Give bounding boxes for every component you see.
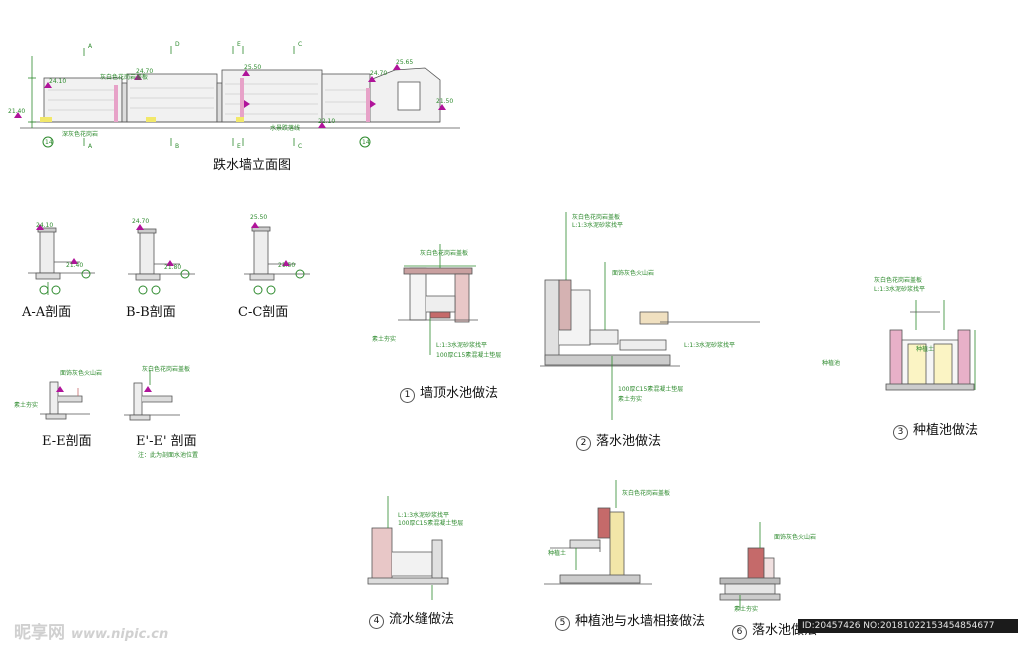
- title-section-ee: E-E剖面: [42, 434, 92, 449]
- d3-note-bed: 种植池: [822, 360, 841, 367]
- d6-note-stone: 面饰灰色火山岩: [774, 534, 817, 541]
- axis-tag-left: 14: [45, 139, 53, 146]
- section-mark-e-top: E: [237, 41, 241, 48]
- elev-note-dropline: 水景跌落线: [270, 125, 301, 132]
- section-ee2-drawing: [124, 370, 180, 421]
- axis-tag-right: 14: [362, 139, 370, 146]
- sec-bb-low-elev: 21.80: [164, 264, 182, 271]
- d6-note-soil: 素土夯实: [734, 606, 759, 613]
- section-cc-drawing: [244, 226, 310, 281]
- elevation-wall: [20, 67, 460, 129]
- title-detail-2-text: 落水池做法: [596, 434, 662, 449]
- detail6-drawing: [719, 522, 781, 610]
- elev-label-3: 25.50: [244, 64, 262, 71]
- title-detail-5-text: 种植池与水墙相接做法: [575, 614, 706, 629]
- d2-note-mortar: L:1:3水泥砂浆找平: [572, 222, 624, 229]
- d3-note-mortar: L:1:3水泥砂浆找平: [874, 286, 926, 293]
- detail1-drawing: [398, 244, 478, 355]
- elev-note-cap: 灰白色花岗岩盖板: [100, 74, 149, 81]
- detail-2-circle: 2: [576, 436, 591, 451]
- watermark-url: www.nipic.cn: [71, 627, 169, 642]
- section-ee-markers: [56, 386, 152, 392]
- elev-label-4: 21.40: [8, 108, 26, 115]
- section-mark-d-top: D: [175, 41, 180, 48]
- title-detail-3: 3 种植池做法: [893, 419, 978, 440]
- title-detail-2: 2 落水池做法: [576, 430, 661, 451]
- detail5-drawing: [544, 480, 652, 585]
- title-detail-1: 1 墙顶水池做法: [400, 382, 498, 403]
- sec-ee-note: 面饰灰色火山岩: [60, 370, 103, 377]
- elevation-markers: [14, 64, 446, 128]
- title-section-cc: C-C剖面: [238, 305, 289, 320]
- section-aa-drawing: [28, 227, 95, 295]
- section-axis-circles: [39, 269, 305, 295]
- d4-note-mortar: L:1:3水泥砂浆找平: [398, 512, 450, 519]
- sec-aa-elev: 24.10: [36, 222, 54, 229]
- d3-note-cap: 灰白色花岗岩盖板: [874, 277, 923, 284]
- sec-ee-note-2: 素土夯实: [14, 402, 39, 409]
- elevation-pink-posts: [114, 78, 370, 122]
- section-mark-a-top: A: [88, 43, 93, 50]
- detail4-drawing: [367, 496, 449, 600]
- title-detail-5: 5 种植池与水墙相接做法: [555, 610, 705, 631]
- elev-label-1: 24.10: [49, 78, 67, 85]
- d3-note-soil: 种植土: [916, 346, 935, 353]
- elevation-yellow-markers: [40, 117, 244, 122]
- section-mark-b-bottom: B: [175, 143, 180, 150]
- elev-label-9: 22.10: [318, 118, 336, 125]
- section-ee-drawing: [40, 381, 90, 420]
- section-bb-drawing: [128, 228, 195, 281]
- section-mark-c-bottom: C: [298, 143, 303, 150]
- watermark-site-name: 昵享网: [14, 623, 65, 643]
- d4-note-base: 100厚C15素混凝土垫层: [398, 520, 464, 527]
- title-section-bb: B-B剖面: [126, 305, 176, 320]
- title-elevation: 跌水墙立面图: [213, 158, 292, 173]
- d2-note-cap: 灰白色花岗岩盖板: [572, 214, 621, 221]
- elev-label-8: 21.50: [436, 98, 454, 105]
- title-detail-4: 4 流水缝做法: [369, 608, 454, 629]
- detail-6-circle: 6: [732, 625, 747, 640]
- d1-note-mortar: L:1:3水泥砂浆找平: [436, 342, 488, 349]
- sec-ee2-note: 灰白色花岗岩盖板: [142, 366, 191, 373]
- sec-aa-low-elev: 21.40: [66, 262, 84, 269]
- sec-ee2-caption: 注：此为剖面水池位置: [138, 452, 199, 459]
- sec-bb-elev: 24.70: [132, 218, 150, 225]
- d2-note-soil: 素土夯实: [618, 396, 643, 403]
- d2-note-stone: 面饰灰色火山岩: [612, 270, 655, 277]
- elevation-section-lines: [28, 46, 295, 146]
- detail2-drawing: [540, 212, 760, 420]
- elev-note-granite: 深灰色花岗岩: [62, 131, 99, 138]
- title-detail-1-text: 墙顶水池做法: [420, 386, 499, 401]
- title-section-aa: A-A剖面: [22, 305, 72, 320]
- sec-cc-elev: 25.50: [250, 214, 268, 221]
- d5-note-cap: 灰白色花岗岩盖板: [622, 490, 671, 497]
- detail3-drawing: [885, 300, 976, 391]
- d1-note-soil: 素土夯实: [372, 336, 397, 343]
- d5-note-soil: 种植土: [548, 550, 567, 557]
- elev-label-6: 24.70: [370, 70, 388, 77]
- detail-3-circle: 3: [893, 425, 908, 440]
- d1-note-cap: 灰白色花岗岩盖板: [420, 250, 469, 257]
- detail-5-circle: 5: [555, 616, 570, 631]
- d2-note-base: 100厚C15素混凝土垫层: [618, 386, 684, 393]
- section-mark-e-bottom: E: [237, 143, 241, 150]
- detail-4-circle: 4: [369, 614, 384, 629]
- section-mark-a-bottom: A: [88, 143, 93, 150]
- sec-cc-low-elev: 21.50: [278, 262, 296, 269]
- section-markers: [36, 222, 290, 266]
- section-mark-c-top: C: [298, 41, 303, 48]
- elev-label-7: 25.65: [396, 59, 414, 66]
- elev-label-2: 24.70: [136, 68, 154, 75]
- watermark-site: 昵享网 www.nipic.cn: [14, 618, 168, 643]
- elevation-axis-circles: [42, 136, 371, 148]
- watermark-id: ID:20457426 NO:20181022153454854677: [798, 619, 1018, 633]
- d1-note-base: 100厚C15素混凝土垫层: [436, 352, 502, 359]
- detail-1-circle: 1: [400, 388, 415, 403]
- title-section-ee2: E'-E' 剖面: [136, 434, 197, 449]
- d2-note-mortar-2: L:1:3水泥砂浆找平: [684, 342, 736, 349]
- title-detail-4-text: 流水缝做法: [389, 612, 455, 627]
- title-detail-3-text: 种植池做法: [913, 423, 979, 438]
